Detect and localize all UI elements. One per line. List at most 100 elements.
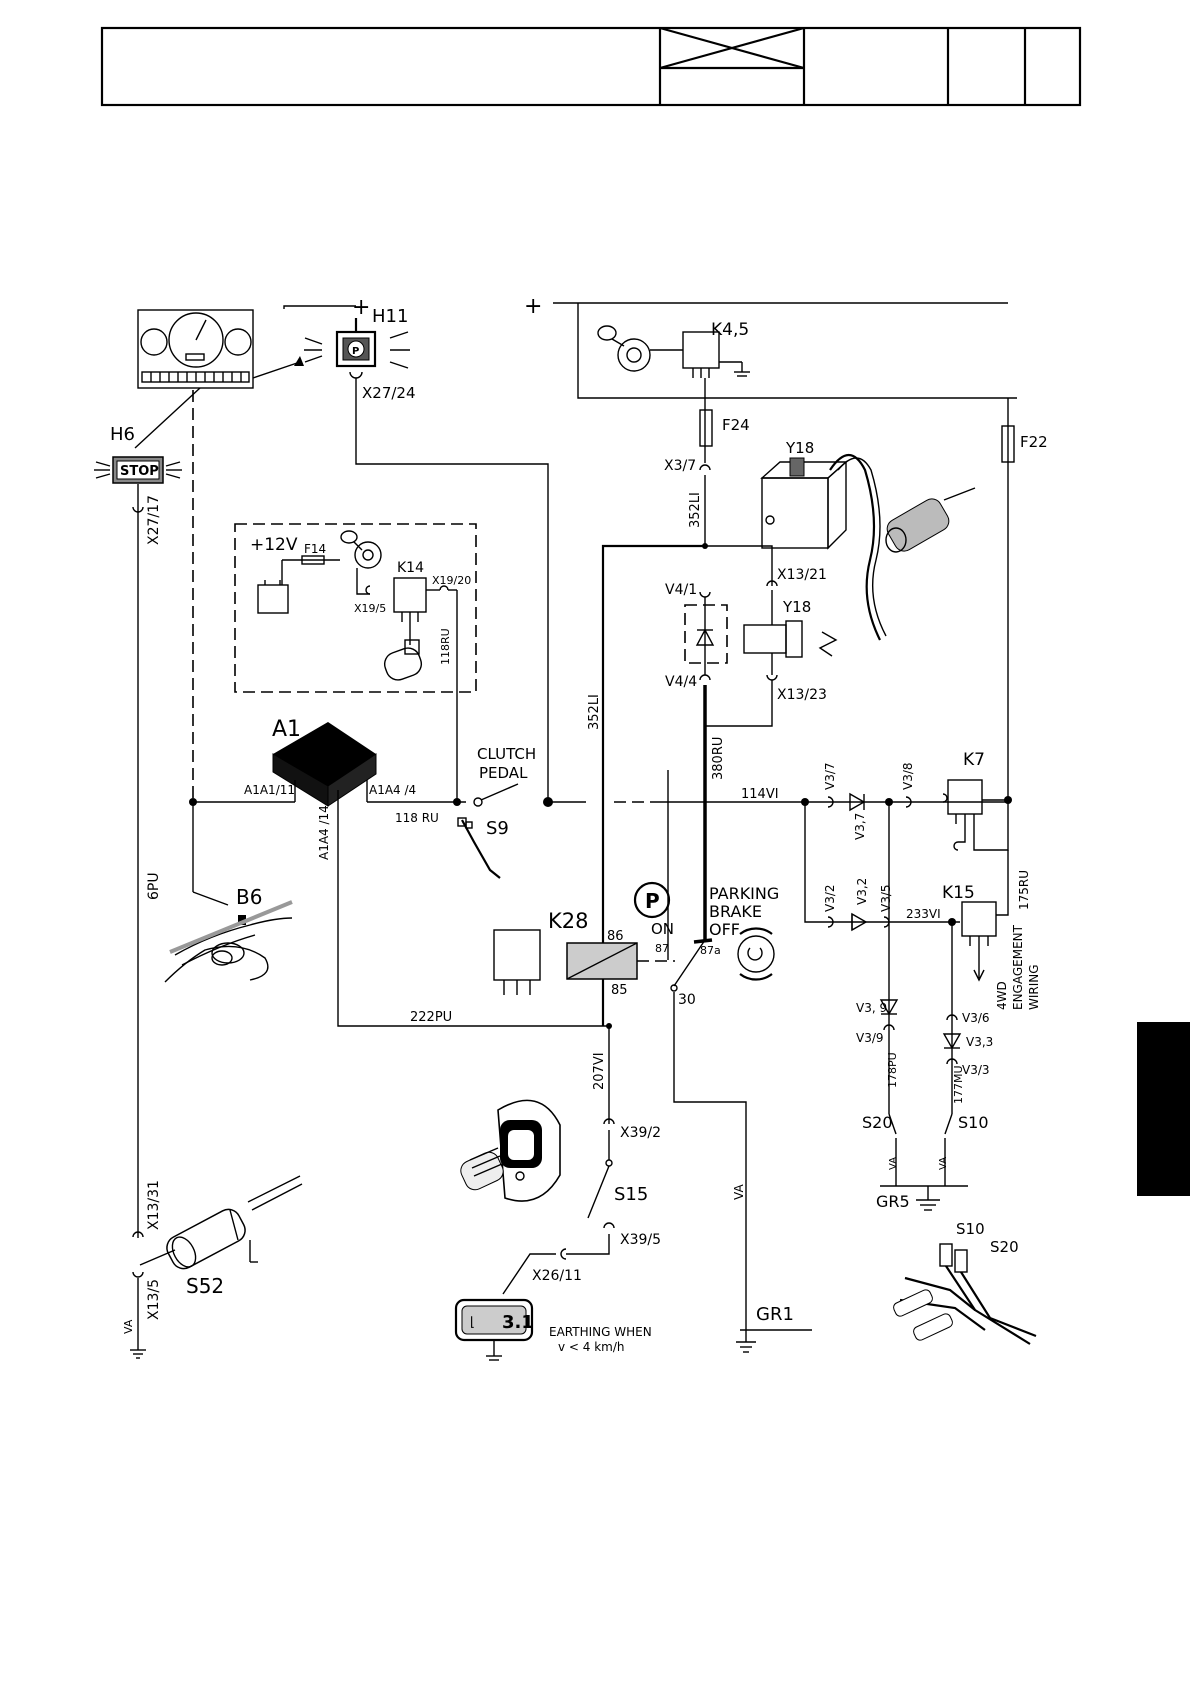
k7-relay: K7 [942, 750, 1009, 851]
key-icon-2 [597, 325, 617, 341]
svg-text:V3/3: V3/3 [962, 1063, 990, 1077]
svg-text:S52: S52 [186, 1274, 224, 1298]
svg-text:A1: A1 [272, 717, 301, 742]
speed-display-icon: ⌊ 3.1 [454, 1298, 534, 1361]
svg-text:X26/11: X26/11 [532, 1268, 582, 1284]
svg-text:3.1: 3.1 [502, 1312, 534, 1333]
k4-ignition-switch: K4,5 [597, 320, 750, 378]
svg-text:V3/5: V3/5 [879, 884, 893, 912]
svg-text:A1A4 /14: A1A4 /14 [317, 805, 331, 860]
svg-text:P: P [645, 889, 660, 913]
s9-clutch-switch: CLUTCH PEDAL S9 [457, 745, 586, 879]
svg-text:VA: VA [122, 1319, 135, 1334]
svg-text:S20: S20 [862, 1113, 893, 1132]
svg-text:X13/23: X13/23 [777, 687, 827, 703]
svg-text:85: 85 [611, 983, 628, 998]
svg-text:A1A4 /4: A1A4 /4 [369, 783, 416, 797]
svg-text:30: 30 [678, 992, 696, 1008]
svg-text:X19/5: X19/5 [354, 602, 386, 615]
svg-text:K4,5: K4,5 [711, 320, 749, 340]
svg-text:S10: S10 [956, 1220, 985, 1238]
svg-text:X13/31: X13/31 [146, 1180, 162, 1230]
svg-text:175RU: 175RU [1017, 870, 1031, 910]
svg-text:K14: K14 [397, 560, 424, 576]
svg-text:S20: S20 [990, 1238, 1019, 1256]
clutch-pedal-icon [461, 819, 501, 879]
svg-text:177MU: 177MU [952, 1065, 965, 1104]
svg-text:6PU: 6PU [146, 872, 162, 900]
svg-text:V3/9: V3/9 [856, 1031, 884, 1045]
parking-p-indicator [633, 881, 671, 919]
svg-text:VA: VA [888, 1157, 899, 1170]
svg-text:F24: F24 [722, 416, 750, 434]
instrument-cluster-icon [137, 309, 254, 389]
svg-text:⌊: ⌊ [470, 1315, 475, 1330]
f22-fuse [1001, 425, 1015, 463]
svg-text:EARTHING WHEN: EARTHING WHEN [549, 1325, 652, 1339]
svg-text:178PU: 178PU [886, 1052, 899, 1088]
f24-fuse [699, 409, 713, 447]
svg-text:352LI: 352LI [688, 492, 703, 528]
svg-text:V3,2: V3,2 [855, 878, 869, 905]
section-tab [1137, 1022, 1190, 1196]
gear-selector-icon [460, 1099, 561, 1202]
svg-text:V3/2: V3/2 [823, 884, 837, 912]
svg-text:118RU: 118RU [439, 628, 452, 665]
svg-text:+: + [352, 295, 370, 320]
svg-text:V3,7: V3,7 [853, 813, 867, 840]
svg-text:X13/21: X13/21 [777, 567, 827, 583]
svg-text:WIRING: WIRING [1027, 964, 1041, 1010]
svg-text:V3,3: V3,3 [966, 1035, 993, 1049]
key-icon [340, 530, 358, 544]
svg-text:V4/4: V4/4 [665, 674, 697, 690]
svg-text:+: + [524, 294, 542, 319]
svg-text:K15: K15 [942, 883, 975, 903]
k28-relay: K28 86 85 [493, 909, 675, 1026]
svg-text:V4/1: V4/1 [665, 582, 697, 598]
svg-text:S15: S15 [614, 1184, 648, 1205]
svg-text:114VI: 114VI [741, 787, 779, 802]
svg-text:v < 4 km/h: v < 4 km/h [558, 1340, 625, 1354]
b6-sensor-icon: B6 [164, 885, 293, 983]
svg-text:X13/5: X13/5 [146, 1279, 162, 1320]
svg-text:X19/20: X19/20 [432, 574, 471, 587]
svg-text:222PU: 222PU [410, 1010, 452, 1025]
title-block [100, 26, 1082, 107]
svg-text:87a: 87a [700, 944, 721, 957]
a1-control-unit: A1 [272, 717, 377, 807]
battery-icon [257, 584, 289, 614]
starter-motor-icon [383, 647, 423, 681]
rotary-knob-icon [737, 935, 775, 973]
svg-text:PEDAL: PEDAL [479, 764, 528, 782]
svg-text:PARKING: PARKING [709, 884, 779, 903]
svg-text:CLUTCH: CLUTCH [477, 745, 536, 763]
svg-text:VA: VA [938, 1157, 949, 1170]
svg-text:S10: S10 [958, 1113, 989, 1132]
svg-text:BRAKE: BRAKE [709, 902, 762, 921]
k15-relay: K15 175RU 4WD ENGAGEMENT WIRING [942, 850, 1041, 1010]
svg-text:K7: K7 [963, 750, 985, 770]
parking-brake-switch: P ON 87 PARKING BRAKE OFF 87a 30 [633, 881, 779, 1008]
s10-s20-brake-pedals-icon: S10 S20 [893, 1220, 1037, 1345]
svg-text:V3/7: V3/7 [823, 762, 837, 790]
svg-text:352LI: 352LI [587, 694, 602, 730]
svg-text:V3/6: V3/6 [962, 1011, 990, 1025]
svg-text:V3, 9: V3, 9 [856, 1001, 887, 1015]
h11-parking-lamp: + H11 P [304, 295, 410, 379]
k14-relay-icon [393, 577, 427, 613]
svg-text:H6: H6 [110, 424, 135, 445]
y18-coil [743, 624, 787, 654]
svg-text:B6: B6 [236, 885, 262, 909]
svg-text:+12V: +12V [250, 535, 298, 555]
lightning-icon [818, 631, 838, 657]
svg-text:86: 86 [607, 929, 624, 944]
svg-text:ENGAGEMENT: ENGAGEMENT [1011, 924, 1025, 1010]
ignition-switch-icon [354, 541, 382, 569]
svg-text:X3/7: X3/7 [664, 458, 696, 474]
connector-x27-24: X27/24 [362, 384, 416, 402]
svg-text:K28: K28 [548, 909, 589, 933]
parking-p-icon: P [352, 346, 359, 357]
svg-text:OFF: OFF [709, 920, 740, 939]
svg-text:VA: VA [732, 1184, 746, 1200]
